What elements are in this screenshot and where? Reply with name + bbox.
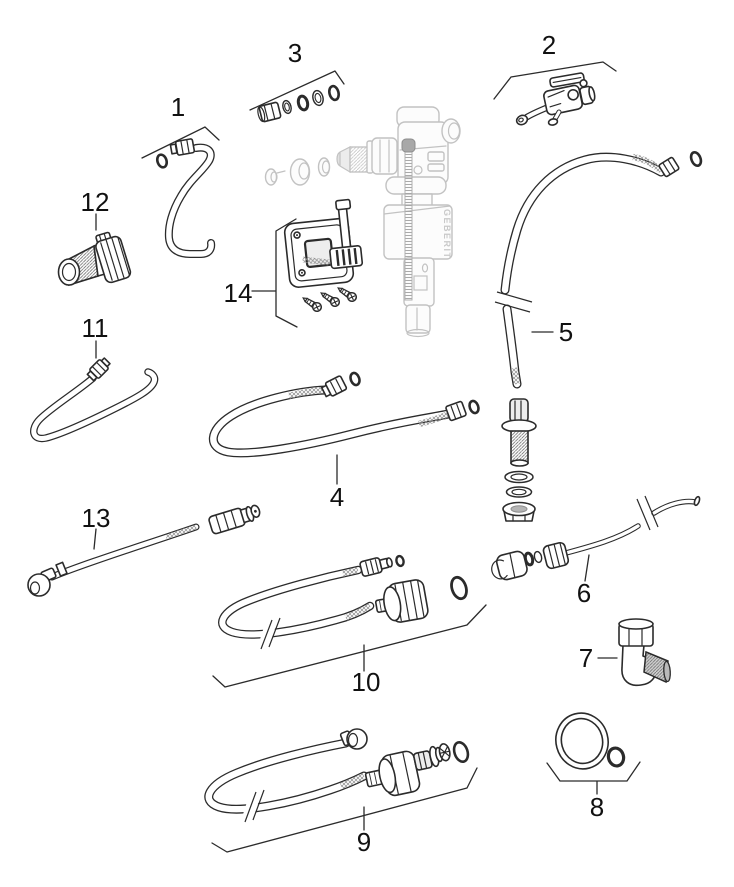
part-7-angle-adapter	[618, 618, 671, 687]
leader-1	[141, 126, 220, 159]
part-label-10: 10	[352, 667, 381, 697]
part-9-hose-ball-end	[204, 728, 470, 824]
leader-6	[584, 554, 590, 582]
part-label-9: 9	[357, 827, 371, 857]
leader-2	[493, 61, 617, 100]
part-12-threaded-adapter	[57, 231, 132, 287]
part-8-seal-rings	[555, 712, 626, 770]
part-3-nut-washer-set	[257, 84, 340, 123]
part-label-4: 4	[330, 482, 344, 512]
part-4-braided-hose	[208, 371, 480, 458]
leader-10	[212, 604, 487, 688]
part-1-angled-tube	[155, 138, 216, 258]
part-13-hose-elbow	[27, 504, 261, 597]
part-label-1: 1	[171, 92, 185, 122]
valve-brand-marking: GEBERIT	[442, 209, 452, 260]
part-2-lever-actuator	[515, 72, 596, 126]
leader-13	[93, 528, 97, 550]
part-6-rigid-pipe	[491, 495, 701, 581]
leader-9	[211, 767, 478, 853]
leader-lines	[93, 61, 641, 853]
part-label-3: 3	[288, 38, 302, 68]
part-label-6: 6	[577, 578, 591, 608]
leader-14	[251, 218, 298, 328]
part-label-2: 2	[542, 30, 556, 60]
part-11-u-tube	[30, 357, 159, 443]
leader-8	[546, 761, 641, 795]
part-labels: 1 2 3 4 5 6 7 8 9 10 11 12 13 14	[81, 30, 605, 857]
part-label-12: 12	[81, 187, 110, 217]
part-label-14: 14	[224, 278, 253, 308]
part-label-5: 5	[559, 317, 573, 347]
part-label-7: 7	[579, 643, 593, 673]
part-label-13: 13	[82, 503, 111, 533]
fill-valve-ghost: GEBERIT	[264, 106, 461, 338]
part-5-long-hose-tank-connector	[494, 150, 703, 522]
part-10-hose-union-nut	[218, 554, 468, 651]
part-14-mounting-plate	[283, 198, 364, 314]
part-label-8: 8	[590, 792, 604, 822]
leader-3	[249, 70, 345, 111]
part-label-11: 11	[82, 313, 109, 343]
